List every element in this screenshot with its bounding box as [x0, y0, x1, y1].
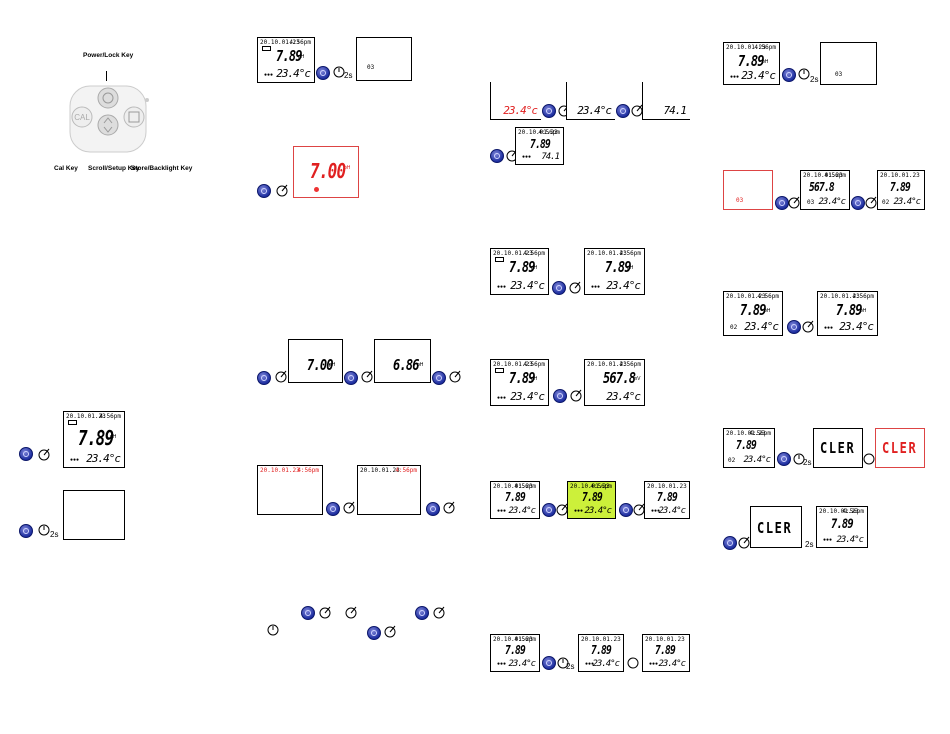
lcd-display: 74.1 [642, 82, 690, 120]
press-icon [384, 625, 396, 638]
duration-label: 2s [566, 662, 575, 671]
hold-icon [557, 657, 569, 669]
store-button-icon[interactable] [787, 320, 801, 334]
duration-label: 2s [810, 75, 819, 84]
lcd-display-red: CLER [875, 428, 925, 468]
red-indicator-icon [314, 187, 319, 192]
press-icon [433, 606, 445, 619]
store-button-icon[interactable] [542, 656, 556, 670]
scroll-button-icon[interactable] [257, 184, 271, 198]
press-icon [569, 281, 581, 294]
lcd-display: 6.86 pH [374, 339, 431, 383]
scroll-button-icon[interactable] [542, 104, 556, 118]
store-button-icon[interactable] [723, 536, 737, 550]
hold-icon [38, 524, 50, 536]
lcd-display: 7.00 pH [288, 339, 343, 383]
scroll-button-icon[interactable] [616, 104, 630, 118]
hold-icon [798, 68, 810, 80]
duration-label: 2s [805, 540, 814, 549]
lcd-display: 23.4°c [490, 82, 541, 120]
power-button-icon[interactable] [19, 524, 33, 538]
scroll-button-icon[interactable] [851, 196, 865, 210]
scroll-setup-label: Scroll/Setup Key [88, 165, 140, 172]
duration-label: 2s [803, 458, 812, 467]
lcd-display-blank [63, 490, 125, 540]
store-button-icon[interactable] [367, 626, 381, 640]
store-button-icon[interactable] [619, 503, 633, 517]
press-icon [738, 536, 750, 549]
lcd-display-red: 03 [723, 170, 773, 210]
arrow-line [106, 71, 107, 81]
press-icon [788, 196, 800, 209]
hold-icon [333, 66, 345, 78]
scroll-button-icon[interactable] [553, 389, 567, 403]
press-icon [802, 320, 814, 333]
scroll-button-icon[interactable] [782, 68, 796, 82]
press-icon [276, 184, 288, 197]
hold-icon [793, 453, 805, 465]
press-icon [865, 196, 877, 209]
scroll-button-icon[interactable] [344, 371, 358, 385]
lcd-display: 20.10.01.23 7.89 02 23.4°c [877, 170, 925, 210]
press-icon [38, 448, 50, 461]
lcd-display: 03 [356, 37, 412, 81]
store-button-icon[interactable] [490, 149, 504, 163]
lcd-display: 03 [820, 42, 877, 85]
keypad-image: CAL [69, 85, 149, 153]
svg-text:CAL: CAL [74, 113, 90, 122]
release-icon [863, 453, 875, 465]
lcd-display: CLER [813, 428, 863, 468]
cal-label: Cal Key [54, 165, 78, 172]
lcd-display: 20.10.01.23 7.89 ●●●23.4°c [644, 481, 690, 519]
press-icon [275, 370, 287, 383]
scroll-button-icon[interactable] [316, 66, 330, 80]
power-button-icon[interactable] [301, 606, 315, 620]
store-button-icon[interactable] [777, 452, 791, 466]
press-icon [361, 370, 373, 383]
press-icon [319, 606, 331, 619]
press-icon [443, 501, 455, 514]
store-button-icon[interactable] [542, 503, 556, 517]
press-icon [343, 501, 355, 514]
duration-label: 2s [344, 71, 353, 80]
duration-label: 2s [50, 530, 59, 539]
lcd-display-red: 7.00 pH [293, 146, 359, 198]
power-lock-label: Power/Lock Key [83, 52, 134, 59]
store-button-icon[interactable] [257, 371, 271, 385]
press-icon [570, 389, 582, 402]
cal-button-icon[interactable] [415, 606, 429, 620]
power-button-icon[interactable] [19, 447, 33, 461]
lcd-display: 20.10.01.23 7.89 ●●●23.4°c [642, 634, 690, 672]
release-icon [627, 657, 639, 669]
store-button-icon[interactable] [326, 502, 340, 516]
press-icon [449, 370, 461, 383]
lcd-display: CLER [750, 506, 802, 548]
lcd-display: 20.10.01.23 7.89 ●●●23.4°c [578, 634, 624, 672]
store-backlight-label: Store/Backlight Key [131, 165, 193, 172]
lcd-display: 23.4°c [566, 82, 615, 120]
press-icon [345, 606, 357, 619]
hold-icon [267, 624, 279, 636]
scroll-button-icon[interactable] [426, 502, 440, 516]
store-button-icon[interactable] [432, 371, 446, 385]
power-button-icon[interactable] [552, 281, 566, 295]
